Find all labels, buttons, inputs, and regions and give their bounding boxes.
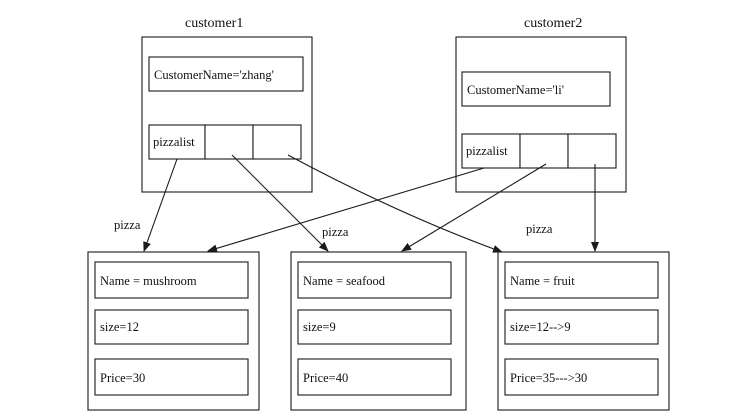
reference-arrows — [143, 154, 599, 253]
customer2-object: customer2 CustomerName='li' pizzalist — [455, 16, 627, 193]
pizza-mushroom-name: Name = mushroom — [100, 274, 197, 288]
pizza-seafood-size: size=9 — [303, 320, 336, 334]
arrow-c1-to-seafood — [231, 154, 329, 252]
pizza-mushroom-size: size=12 — [100, 320, 139, 334]
pizza-fruit-price-box — [504, 358, 659, 396]
customer1-title: customer1 — [185, 16, 243, 31]
customer1-pizzalist-label: pizzalist — [153, 135, 195, 149]
arrow-c1-to-fruit — [287, 154, 503, 253]
pizza-mushroom-name-box — [94, 261, 249, 299]
pizza-fruit-price: Price=35--->30 — [510, 371, 587, 385]
customer2-pizzalist-cell-2 — [567, 133, 617, 169]
pizza-mushroom-size-box — [94, 309, 249, 345]
pizza-seafood-price-box — [297, 358, 452, 396]
arrow-c2-to-mushroom — [207, 167, 485, 253]
pizza-fruit-size: size=12-->9 — [510, 320, 571, 334]
pizza-mushroom-price-box — [94, 358, 249, 396]
pizza-seafood-name-box — [297, 261, 452, 299]
arrow-label-middle: pizza — [322, 225, 349, 239]
pizza-mushroom-price: Price=30 — [100, 371, 145, 385]
customer2-pizzalist-cell-label — [461, 133, 521, 169]
pizza-seafood-name: Name = seafood — [303, 274, 386, 288]
arrow-label-left: pizza — [114, 218, 141, 232]
customer2-title: customer2 — [524, 16, 582, 31]
customer1-pizzalist-cell-1 — [204, 124, 254, 160]
customer1-pizzalist-cell-2 — [252, 124, 302, 160]
customer2-pizzalist-label: pizzalist — [466, 144, 508, 158]
customer1-name-field: CustomerName='zhang' — [154, 68, 274, 82]
customer2-name-field: CustomerName='li' — [467, 83, 564, 97]
pizza-fruit-size-box — [504, 309, 659, 345]
customer2-name-field-box — [461, 71, 611, 107]
pizza-seafood-price: Price=40 — [303, 371, 348, 385]
customer1-object: customer1 CustomerName='zhang' pizzalist — [141, 16, 313, 193]
pizza-mushroom-object: Name = mushroom size=12 Price=30 — [87, 251, 260, 411]
pizza-fruit-name-box — [504, 261, 659, 299]
arrow-label-right: pizza — [526, 222, 553, 236]
customer1-name-field-box — [148, 56, 304, 92]
arrow-c2-to-seafood — [401, 163, 547, 252]
pizza-seafood-size-box — [297, 309, 452, 345]
pizza-fruit-object: Name = fruit size=12-->9 Price=35--->30 — [497, 251, 670, 411]
customer2-pizzalist-cell-1 — [519, 133, 569, 169]
arrow-c1-to-mushroom — [143, 158, 178, 252]
pizza-seafood-object: Name = seafood size=9 Price=40 — [290, 251, 467, 411]
pizza-fruit-name: Name = fruit — [510, 274, 575, 288]
